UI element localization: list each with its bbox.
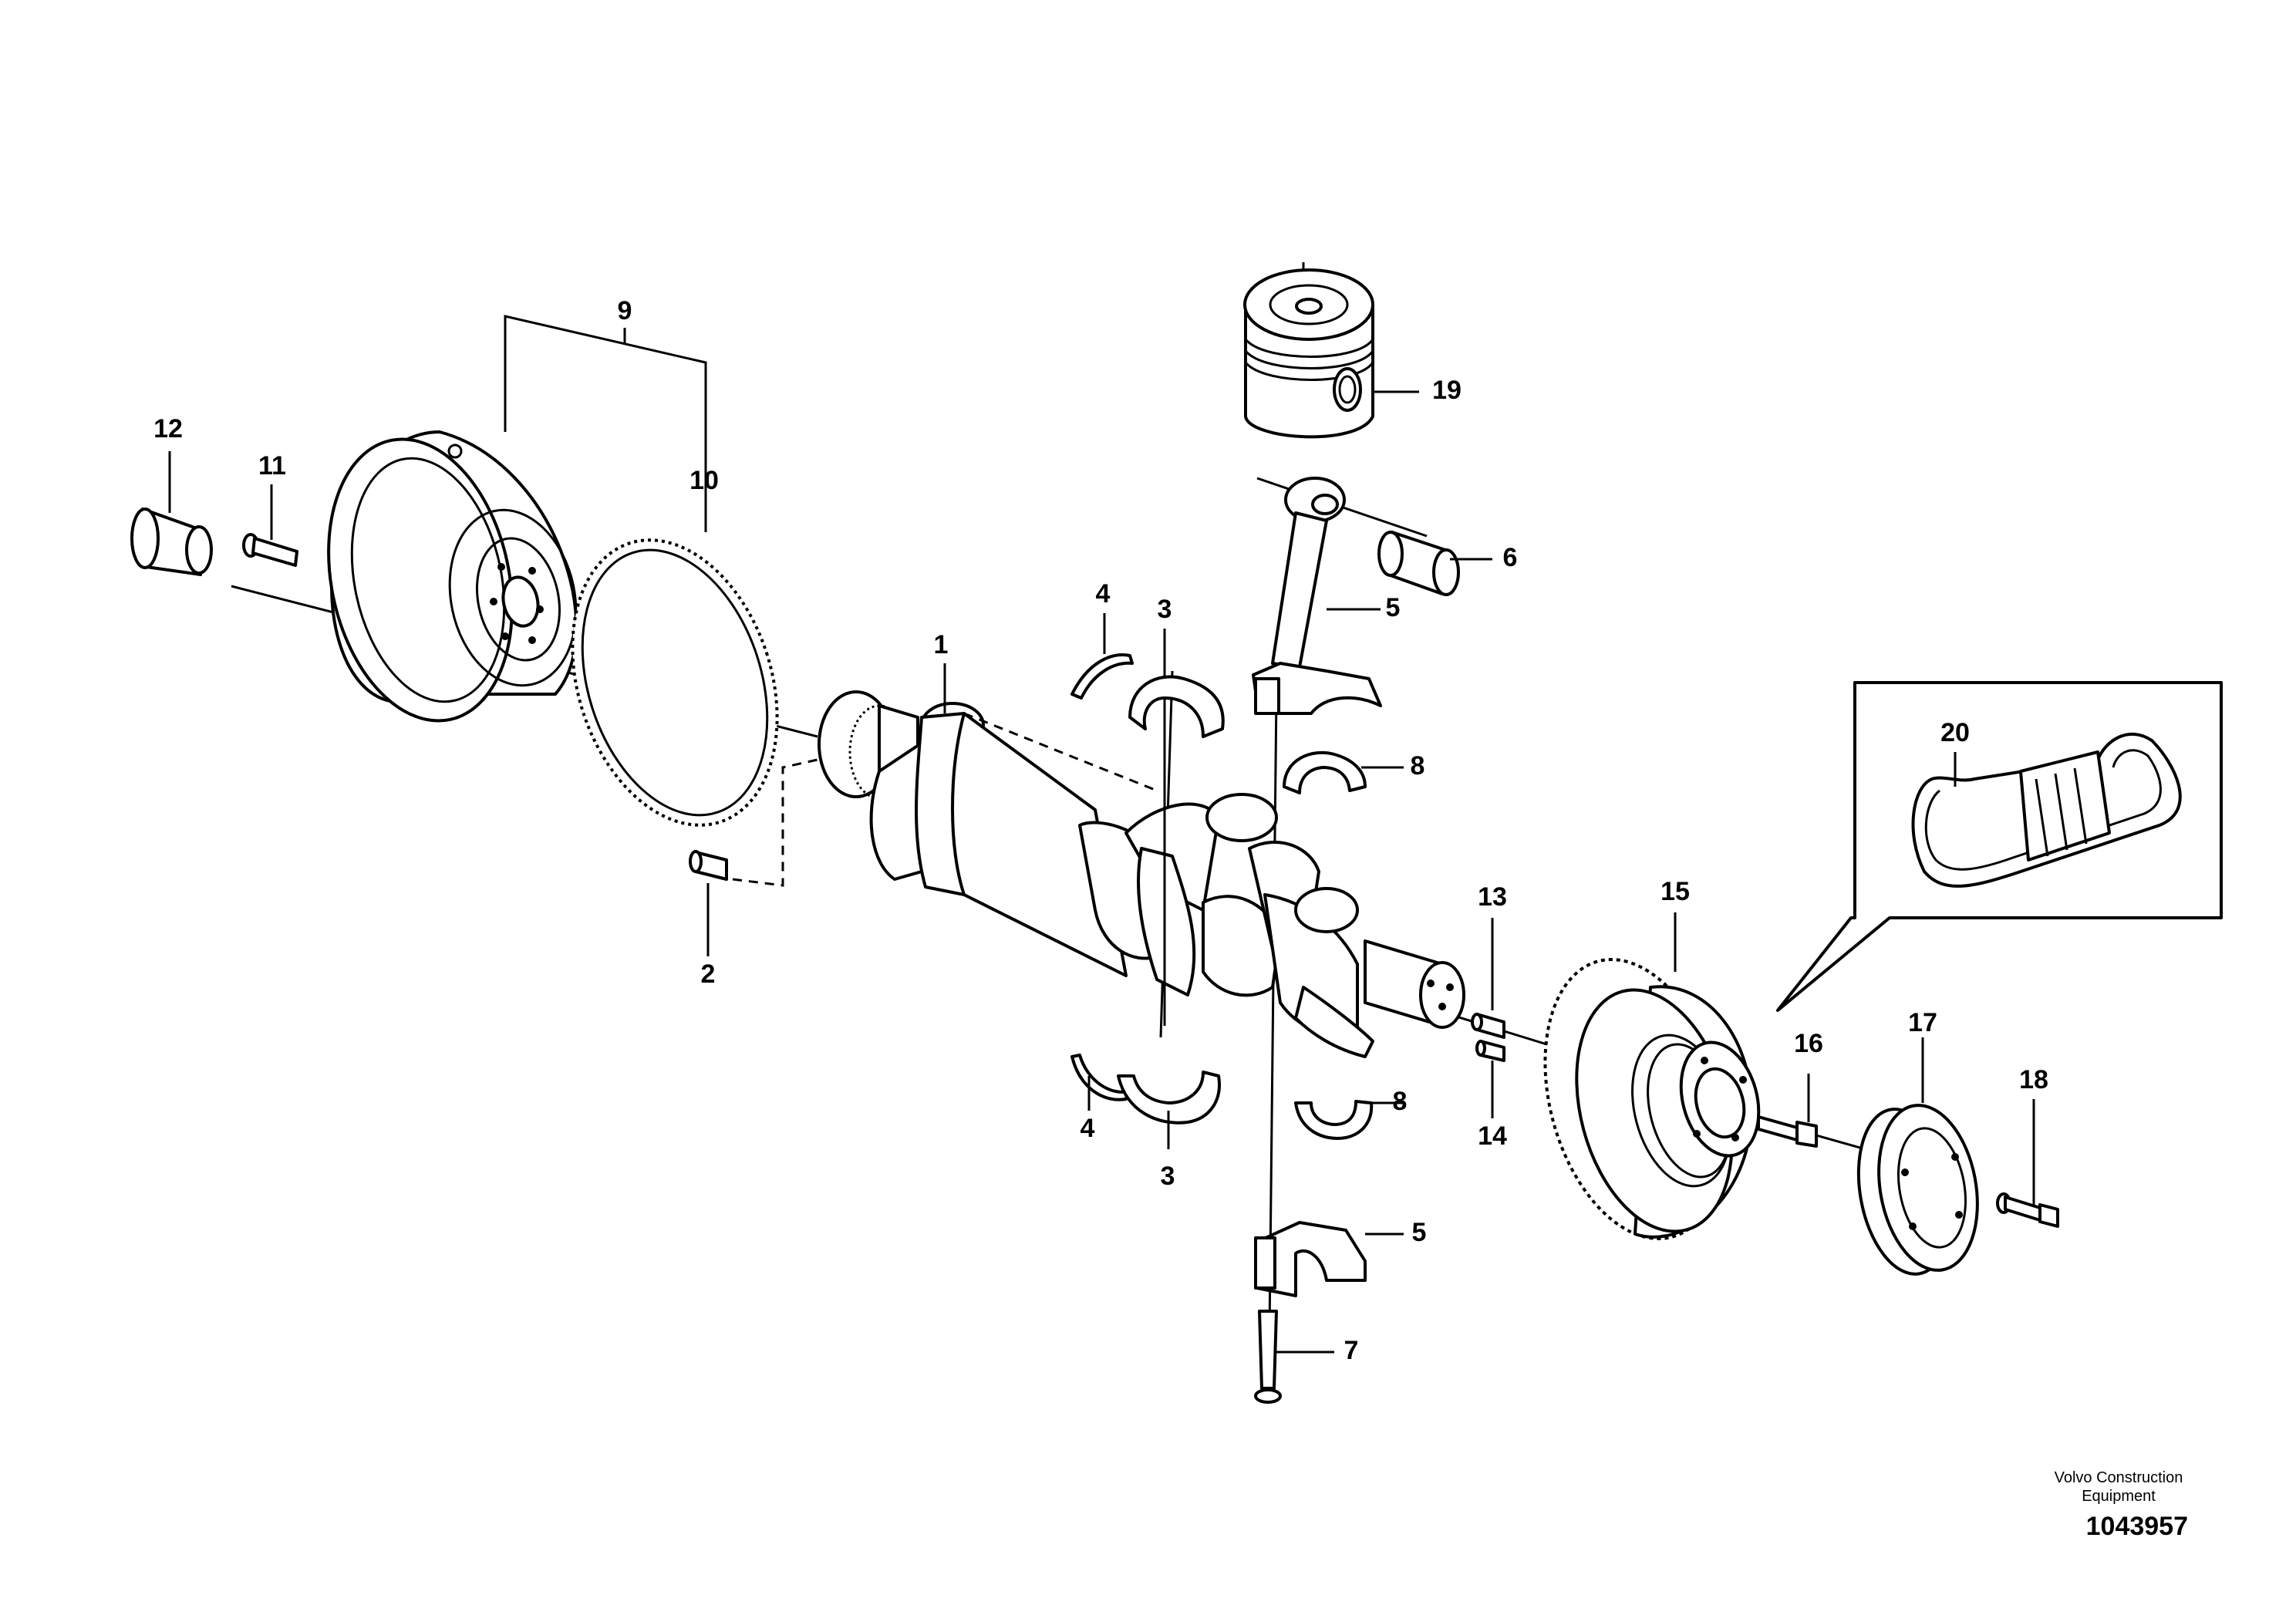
rod-bearing-lower-part: [1294, 1100, 1374, 1140]
main-bearing-upper-part: [1128, 675, 1225, 738]
callout-4b: 4: [1081, 1114, 1095, 1143]
callout-19: 19: [1432, 376, 1462, 405]
pilot-bearing-part: [130, 508, 213, 576]
pulley-bolt-part: [1757, 1115, 1818, 1148]
callout-6: 6: [1503, 543, 1518, 572]
rod-bearing-upper-part: [1283, 750, 1367, 794]
hub-flange-part: [1856, 1104, 1979, 1276]
brand-line-1: Volvo Construction: [2054, 1469, 2183, 1486]
main-bearing-lower-part: [1117, 1071, 1221, 1125]
rod-bolt-part: [1254, 1310, 1282, 1404]
brand-line-2: Equipment: [2082, 1488, 2156, 1505]
belt-detail-inset: [1776, 681, 2223, 1012]
leader-lines: [168, 315, 2035, 1354]
dowel-pin-part: [689, 758, 818, 887]
thrust-washer-upper-part: [1070, 653, 1134, 700]
callout-11: 11: [258, 451, 286, 481]
callout-14: 14: [1478, 1121, 1507, 1151]
callout-17: 17: [1908, 1008, 1937, 1037]
hub-bolt-part: [1996, 1192, 2059, 1228]
callout-18: 18: [2019, 1065, 2048, 1094]
callout-2: 2: [701, 959, 716, 989]
callout-15: 15: [1660, 877, 1690, 906]
flywheel-part: [327, 430, 578, 723]
brand-label: Volvo Construction Equipment: [2018, 1469, 2219, 1506]
callout-3a: 3: [1158, 595, 1172, 624]
callout-5a: 5: [1386, 593, 1401, 622]
callout-12: 12: [153, 414, 183, 443]
crankshaft-part: [818, 690, 1465, 1058]
crank-pulley-part: [1543, 958, 1761, 1240]
callout-16: 16: [1794, 1029, 1823, 1058]
piston-part: [1243, 268, 1374, 439]
drawing-number: 1043957: [2085, 1512, 2188, 1541]
flywheel-bolt-part: [242, 533, 298, 567]
ring-gear-part: [571, 538, 779, 827]
callout-8a: 8: [1411, 751, 1425, 781]
callout-7: 7: [1344, 1336, 1359, 1365]
connecting-rod-part: [1252, 477, 1382, 715]
callout-10: 10: [689, 466, 719, 495]
callout-9: 9: [618, 296, 632, 325]
callout-3b: 3: [1161, 1162, 1175, 1191]
callout-8b: 8: [1393, 1087, 1408, 1116]
connecting-rod-cap-part: [1254, 1221, 1367, 1297]
callout-4a: 4: [1096, 579, 1111, 609]
callout-1: 1: [934, 630, 949, 659]
callout-13: 13: [1478, 882, 1507, 912]
nose-dowel-part: [1471, 1013, 1505, 1039]
callout-numbers: 9 12 11 10 1 2 4 3 4 3 19 6 5 8 8 5 7 13…: [153, 296, 2048, 1365]
callout-5b: 5: [1412, 1218, 1427, 1247]
callout-20: 20: [1940, 718, 1970, 747]
nose-key-part: [1475, 1040, 1505, 1062]
piston-pin-part: [1377, 531, 1460, 596]
